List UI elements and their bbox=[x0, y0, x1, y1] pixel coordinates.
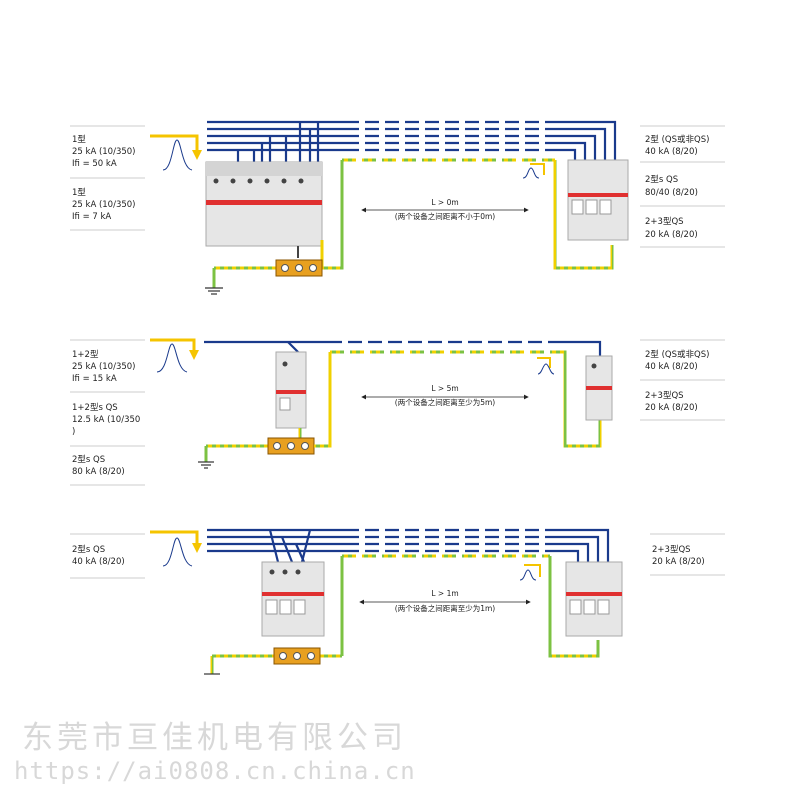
label-line: 2+3型QS bbox=[645, 217, 684, 227]
diagram-3: L > 1m (两个设备之间距离至少为1m) 2型s QS 40 kA (8/2… bbox=[70, 528, 725, 675]
label-line: 40 kA (8/20) bbox=[645, 147, 698, 157]
earth-terminal-block bbox=[273, 647, 321, 665]
label-line: 80 kA (8/20) bbox=[72, 467, 125, 477]
label-line: 12.5 kA (10/350 bbox=[72, 415, 140, 425]
spd-type2-device bbox=[585, 355, 613, 421]
spd-type2-3-device bbox=[565, 561, 623, 637]
diagram-1: L > 0m (两个设备之间距离不小于0m) 1型 25 kA (10/350)… bbox=[70, 120, 725, 295]
surge-wave-icon bbox=[156, 343, 188, 373]
label-line: 25 kA (10/350) bbox=[72, 200, 136, 210]
spd-type2-device bbox=[261, 561, 325, 637]
label-line: 25 kA (10/350) bbox=[72, 147, 136, 157]
label-line: 1+2型s QS bbox=[72, 403, 118, 413]
label-line: 1+2型 bbox=[72, 350, 99, 360]
label-line: 20 kA (8/20) bbox=[645, 230, 698, 240]
spd-type2-device bbox=[567, 159, 629, 241]
ground-symbol-icon bbox=[205, 287, 223, 295]
label-line: 20 kA (8/20) bbox=[645, 403, 698, 413]
label-line: 2+3型QS bbox=[645, 391, 684, 401]
distance-note: (两个设备之间距离至少为1m) bbox=[395, 603, 496, 613]
label-line: Ifi = 15 kA bbox=[72, 374, 117, 384]
label-line: 25 kA (10/350) bbox=[72, 362, 136, 372]
label-line: 80/40 (8/20) bbox=[645, 188, 698, 198]
label-line: 2+3型QS bbox=[652, 545, 691, 555]
label-line: 2型s QS bbox=[72, 545, 105, 555]
surge-arrow-icon bbox=[150, 530, 202, 553]
surge-wave-icon bbox=[162, 537, 193, 567]
phase-wires bbox=[204, 340, 602, 356]
distance-label: L > 5m bbox=[431, 384, 458, 393]
watermark-url: https://ai0808.cn.china.cn bbox=[14, 757, 416, 785]
label-line: ) bbox=[72, 427, 75, 437]
phase-wires bbox=[207, 528, 610, 563]
label-line: 2型 (QS或非QS) bbox=[645, 349, 709, 360]
surge-arrow-icon bbox=[150, 134, 202, 160]
spd-type1-device bbox=[205, 161, 323, 258]
label-line: 2型 (QS或非QS) bbox=[645, 134, 709, 145]
distance-note: (两个设备之间距离不小于0m) bbox=[395, 211, 496, 221]
spd-type1-2-device bbox=[275, 351, 307, 429]
phase-wires bbox=[207, 120, 617, 168]
label-line: 20 kA (8/20) bbox=[652, 557, 705, 567]
label-line: 40 kA (8/20) bbox=[645, 362, 698, 372]
label-line: Ifi = 50 kA bbox=[72, 159, 117, 169]
label-line: 2型s QS bbox=[645, 175, 678, 185]
label-line: 2型s QS bbox=[72, 455, 105, 465]
distance-note: (两个设备之间距离至少为5m) bbox=[395, 397, 496, 407]
distance-label: L > 1m bbox=[431, 589, 458, 598]
earth-terminal-block bbox=[275, 259, 323, 277]
label-line: 1型 bbox=[72, 135, 86, 145]
distance-label: L > 0m bbox=[431, 198, 458, 207]
label-line: 40 kA (8/20) bbox=[72, 557, 125, 567]
surge-wave-icon bbox=[162, 139, 193, 171]
label-line: Ifi = 7 kA bbox=[72, 212, 111, 222]
surge-arrow-icon bbox=[150, 338, 199, 360]
ground-symbol-icon bbox=[198, 461, 214, 469]
watermark-company: 东莞市亘佳机电有限公司 bbox=[22, 720, 407, 756]
label-line: 1型 bbox=[72, 188, 86, 198]
diagram-2: L > 5m (两个设备之间距离至少为5m) 1+2型 25 kA (10/35… bbox=[70, 338, 725, 486]
earth-terminal-block bbox=[267, 437, 315, 455]
